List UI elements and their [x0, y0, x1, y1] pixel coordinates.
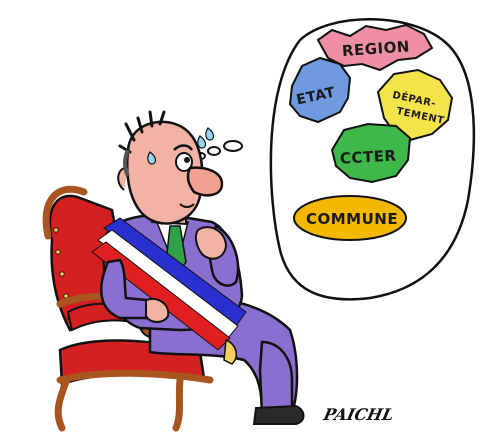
region-piece: REGION [316, 23, 434, 72]
thought-dot-medium [207, 146, 221, 156]
tricolour-sash [91, 217, 247, 365]
etat-piece: ETAT [288, 56, 352, 124]
left-hand [145, 298, 170, 323]
sweat-drop [197, 135, 207, 149]
hair [118, 110, 166, 154]
ccter-piece: CCTER [330, 122, 412, 184]
shoe [252, 404, 305, 425]
artist-signature: PAICHL [321, 405, 396, 424]
nose [186, 166, 224, 197]
commune-piece: COMMUNE [293, 195, 407, 241]
right-hand [194, 226, 228, 260]
mayor-figure [91, 110, 305, 425]
etat-label: ETAT [295, 85, 337, 109]
region-label: REGION [341, 37, 410, 60]
commune-label: COMMUNE [306, 210, 398, 228]
thought-dot-large [223, 140, 243, 152]
ccter-label: CCTER [340, 147, 397, 168]
head [126, 120, 204, 225]
